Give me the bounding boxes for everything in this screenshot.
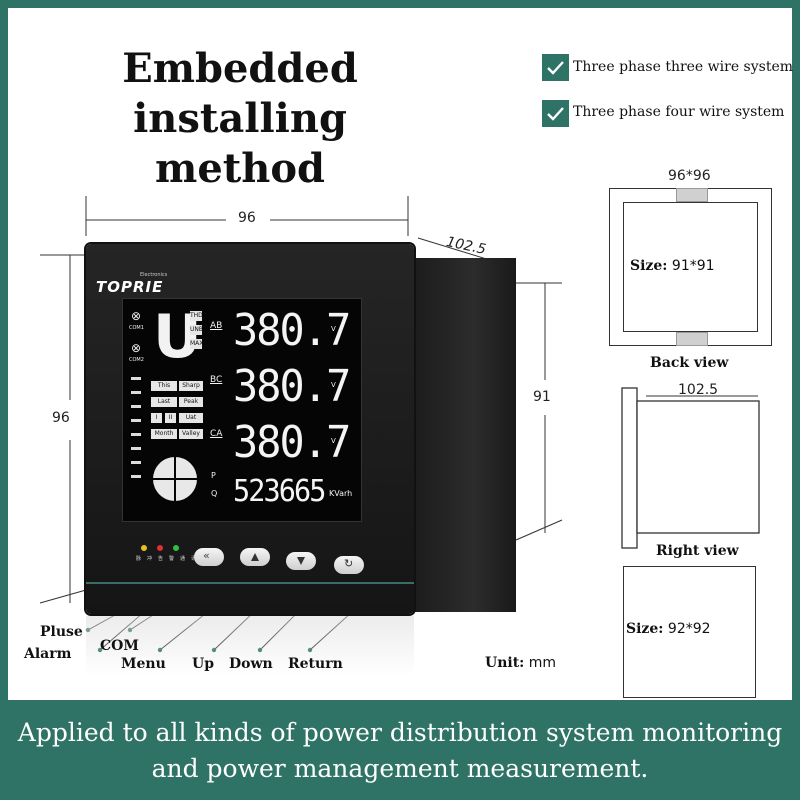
com1-icon: ⊗	[131, 309, 142, 323]
checkmark-icon	[542, 100, 569, 127]
phase-ca-label: CA	[210, 429, 223, 439]
double-chevron-left-icon: «	[203, 549, 210, 562]
com-led	[173, 545, 179, 551]
energy-unit: KVarh	[329, 489, 353, 498]
tag-i: I	[151, 413, 162, 423]
unit-note-label: Unit:	[485, 655, 525, 671]
tag-peak: Peak	[179, 397, 203, 407]
com2-icon: ⊗	[131, 341, 142, 355]
width-dimension: 96	[238, 210, 256, 226]
reading-ca: 380.7	[233, 417, 351, 468]
reading-bc: 380.7	[233, 361, 351, 412]
up-button[interactable]	[240, 548, 270, 566]
system-three-wire: Three phase three wire system	[573, 59, 794, 75]
tag-sharp: Sharp	[179, 381, 203, 391]
energy-reading: 523665	[233, 474, 326, 509]
back-view-caption: Back view	[650, 355, 729, 371]
phase-bc-label: BC	[210, 375, 223, 385]
com1-label: COM1	[129, 325, 144, 331]
label-down: Down	[229, 656, 273, 672]
back-view-size-value: 91*91	[671, 258, 715, 274]
label-pulse: Pluse	[40, 624, 83, 640]
footer-line-1: Applied to all kinds of power distributi…	[17, 718, 783, 747]
tag-ii: II	[165, 413, 176, 423]
meter-reflection	[86, 616, 414, 676]
right-view-dimension: 102.5	[678, 382, 719, 398]
tag-max: MAX	[190, 339, 204, 349]
right-height-dimension: 91	[533, 389, 551, 405]
page-title: Embedded installing method	[20, 44, 460, 194]
reading-ab: 380.7	[233, 305, 351, 356]
title-line-2: method	[155, 145, 325, 192]
pulse-led	[141, 545, 147, 551]
led-label-com: 通讯	[180, 556, 203, 562]
tag-this: This	[151, 381, 177, 391]
back-view-cutout	[623, 202, 758, 332]
system-four-wire: Three phase four wire system	[573, 104, 785, 120]
label-menu: Menu	[121, 656, 166, 672]
unit-ca: V	[331, 437, 336, 445]
label-return: Return	[288, 656, 343, 672]
led-label-pulse: 脉冲	[136, 556, 159, 562]
title-line-1: Embedded installing	[122, 45, 358, 142]
return-button[interactable]: ↻	[334, 556, 364, 574]
brand-subtitle: Electronics	[140, 272, 168, 278]
label-alarm: Alarm	[24, 646, 72, 662]
label-p: P	[211, 471, 216, 480]
unit-ab: V	[331, 325, 336, 333]
alarm-led	[157, 545, 163, 551]
tag-last: Last	[151, 397, 177, 407]
lcd-display: ⊗ COM1 ⊗ COM2 U THD UNB MAX This Sharp L…	[122, 298, 362, 522]
tag-unb: UNB	[190, 325, 203, 335]
tag-valley: Valley	[179, 429, 203, 439]
quadrant-icon	[153, 457, 197, 501]
unit-bc: V	[331, 381, 336, 389]
led-labels: 脉冲告警通讯	[136, 555, 202, 562]
phase-ab-label: AB	[210, 321, 223, 331]
down-button[interactable]	[286, 552, 316, 570]
tag-uat: Uat	[179, 413, 203, 423]
label-up: Up	[192, 656, 214, 672]
footer-banner: Applied to all kinds of power distributi…	[0, 700, 800, 800]
led-label-alarm: 告警	[158, 556, 181, 562]
back-view-dimension: 96*96	[668, 168, 711, 184]
triangle-down-icon	[297, 557, 305, 565]
back-view-clip-bottom	[676, 332, 708, 346]
com2-label: COM2	[129, 357, 144, 363]
back-view-clip-top	[676, 188, 708, 202]
cutout-view-size-label: Size:	[626, 621, 664, 637]
triangle-up-icon	[251, 553, 259, 561]
return-arrow-icon: ↻	[344, 557, 354, 570]
cutout-view-size: Size: 92*92	[626, 621, 711, 637]
footer-line-2: and power management measurement.	[151, 754, 649, 783]
unit-note-value: mm	[528, 655, 557, 671]
menu-button[interactable]: «	[194, 548, 224, 566]
label-com: COM	[100, 638, 139, 654]
status-indicators	[131, 377, 141, 489]
back-view-size: Size: 91*91	[630, 258, 715, 274]
back-view-size-label: Size:	[630, 258, 668, 274]
panel-accent-line	[86, 582, 414, 584]
brand-logo: TOPRIE	[96, 278, 164, 296]
left-height-dimension: 96	[52, 410, 70, 426]
unit-note: Unit: mm	[485, 655, 556, 671]
tag-thd: THD	[190, 311, 203, 321]
cutout-view-outline	[623, 566, 756, 698]
label-q: Q	[211, 489, 218, 498]
cutout-view-size-value: 92*92	[667, 621, 711, 637]
meter-side-housing	[410, 258, 516, 612]
checkmark-icon	[542, 54, 569, 81]
tag-month: Month	[151, 429, 177, 439]
right-view-caption: Right view	[656, 543, 739, 559]
